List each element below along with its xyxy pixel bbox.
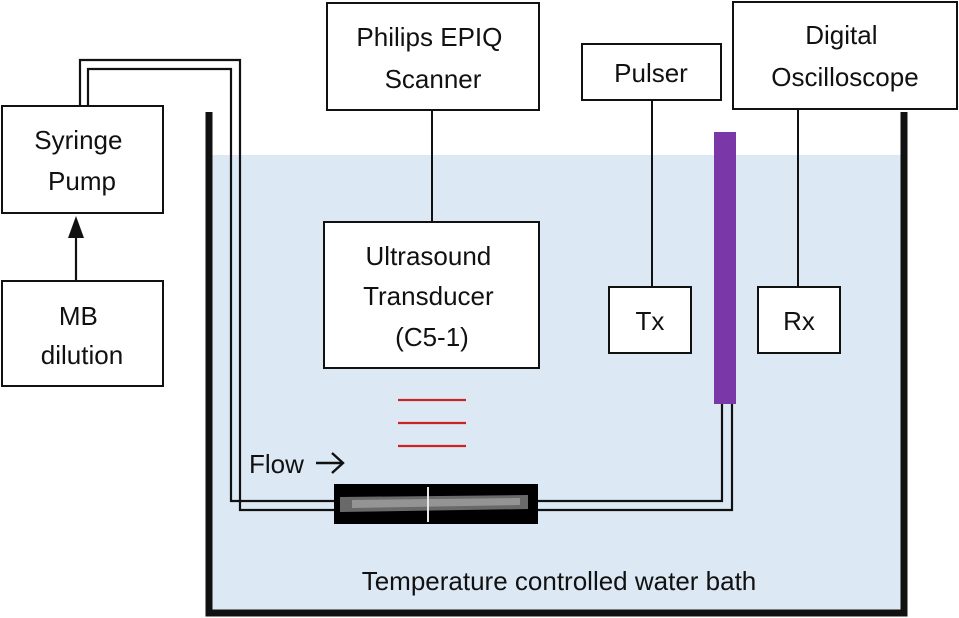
- syringe-pump-box: Syringe Pump: [1, 105, 164, 214]
- water-bath-label: Temperature controlled water bath: [362, 566, 757, 596]
- svg-text:Philips EPIQ Scanner: Philips EPIQ Scanner: [356, 22, 509, 94]
- oscilloscope-label-line2: Oscilloscope: [771, 62, 918, 92]
- transducer-label-line1: Ultrasound: [366, 241, 492, 271]
- inlet-tubing: [78, 58, 334, 512]
- tx-box: Tx: [608, 286, 692, 354]
- svg-text:MB dilution: MB dilution: [41, 301, 123, 370]
- oscilloscope-box: Digital Oscilloscope: [732, 1, 958, 110]
- mb-dilution-label-line1: MB: [59, 301, 98, 331]
- transducer-label-line2: Transducer: [363, 281, 494, 311]
- svg-text:Digital Oscilloscope: Digital Oscilloscope: [771, 20, 918, 92]
- vessel-phantom: [334, 484, 538, 524]
- ultrasound-beam-lines: [398, 398, 466, 448]
- flow-label: Flow: [249, 449, 304, 479]
- rx-box: Rx: [757, 286, 841, 354]
- purple-probe: [714, 132, 736, 404]
- transducer-label-line3: (C5-1): [395, 322, 469, 352]
- svg-text:Syringe Pump: Syringe Pump: [34, 125, 129, 196]
- outlet-tubing: [538, 403, 734, 512]
- rx-label: Rx: [783, 306, 815, 336]
- supply-arrow: [68, 216, 84, 280]
- cables: [431, 99, 799, 287]
- mb-dilution-label-line2: dilution: [41, 340, 123, 370]
- mb-dilution-box: MB dilution: [1, 280, 164, 387]
- tx-label: Tx: [636, 306, 665, 336]
- syringe-pump-label-line1: Syringe: [34, 125, 122, 155]
- transducer-box: Ultrasound Transducer (C5-1): [323, 221, 540, 369]
- pulser-label: Pulser: [614, 58, 688, 88]
- svg-text:Ultrasound Transducer: Ultrasound Transducer (C5-1): [363, 241, 501, 352]
- scanner-label-line2: Scanner: [385, 64, 482, 94]
- water-bath-container: [205, 112, 908, 617]
- scanner-box: Philips EPIQ Scanner: [326, 2, 540, 111]
- flow-arrow-icon: [316, 452, 345, 474]
- syringe-pump-label-line2: Pump: [48, 166, 116, 196]
- scanner-label-line1: Philips EPIQ: [356, 22, 502, 52]
- pulser-box: Pulser: [581, 43, 722, 101]
- oscilloscope-label-line1: Digital: [805, 20, 877, 50]
